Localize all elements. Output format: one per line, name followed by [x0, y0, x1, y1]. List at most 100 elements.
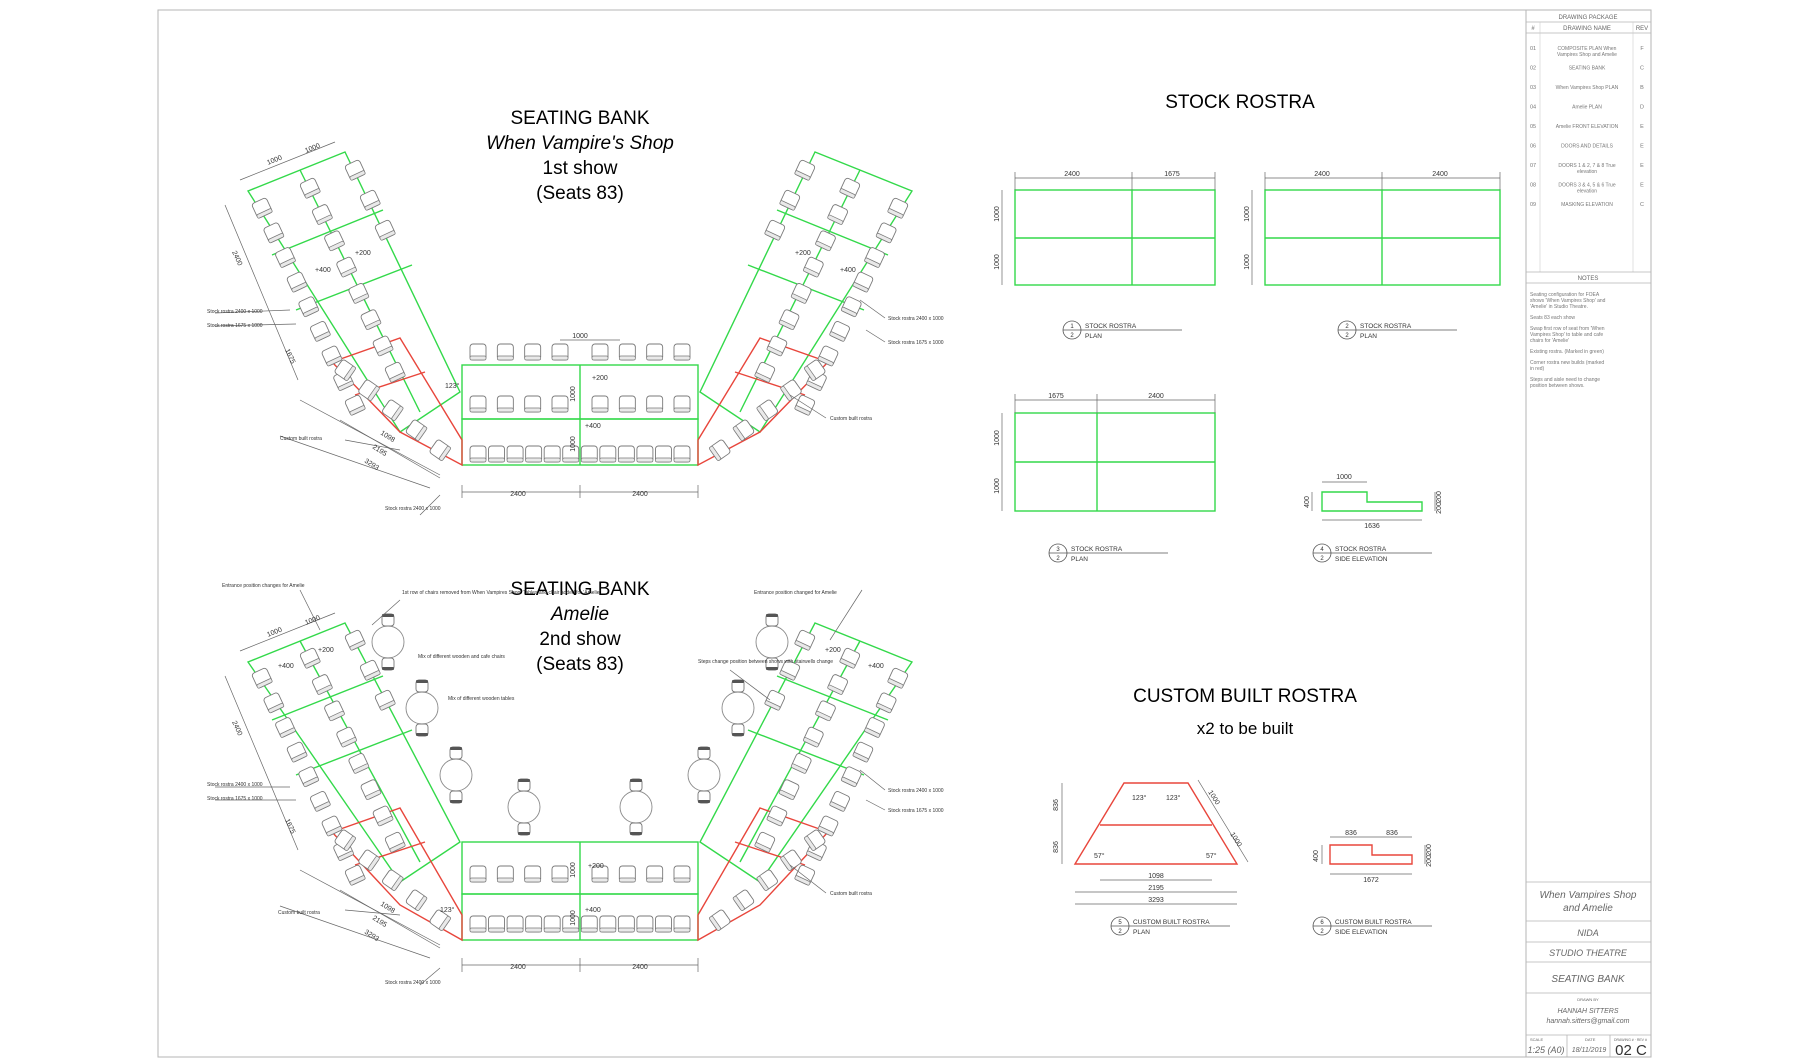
drawing-no: 08: [1530, 183, 1536, 189]
chair-icon: [580, 915, 598, 933]
drawing-rev: E: [1640, 124, 1644, 130]
svg-text:+400: +400: [278, 663, 294, 670]
date-label: DATE: [1585, 1037, 1596, 1042]
chair-icon: [828, 790, 851, 813]
drawing-rev: F: [1640, 46, 1644, 52]
chair-icon: [852, 270, 875, 293]
detail-tag-sheet: 2: [1056, 556, 1060, 562]
detail-tag-num: 5: [1118, 920, 1122, 926]
bank1-show-name: When Vampire's Shop: [486, 133, 674, 154]
chair-icon: [617, 915, 635, 933]
svg-text:2400: 2400: [230, 720, 243, 737]
project-line2: and Amelie: [1563, 903, 1613, 914]
chair-icon: [673, 865, 691, 883]
chair-icon: [636, 445, 654, 463]
drawing-name: Amelie PLAN: [1572, 105, 1602, 111]
svg-text:1098: 1098: [1148, 873, 1164, 880]
chair-icon: [840, 765, 863, 788]
chair-icon: [826, 203, 849, 226]
chair-icon: [793, 628, 817, 652]
svg-text:1000: 1000: [570, 436, 577, 452]
svg-text:2400: 2400: [1148, 393, 1164, 400]
svg-text:1000: 1000: [1228, 831, 1242, 848]
chair-icon: [373, 218, 397, 242]
svg-text:3293: 3293: [1148, 897, 1164, 904]
chair-icon: [646, 343, 664, 361]
svg-text:+400: +400: [585, 907, 601, 914]
svg-text:1000: 1000: [1206, 789, 1220, 806]
drawn-by-label: DRAWN BY: [1577, 997, 1599, 1002]
detail-tag-name: STOCK ROSTRA: [1360, 323, 1412, 330]
drawing-title: SEATING BANK: [1551, 974, 1625, 985]
chair-icon: [802, 725, 825, 748]
svg-text:3293: 3293: [363, 929, 380, 943]
svg-text:+400: +400: [315, 267, 331, 274]
chair-icon: [732, 418, 756, 442]
svg-text:200: 200: [1426, 844, 1433, 856]
bank2-show-name: Amelie: [550, 604, 609, 625]
svg-text:+200: +200: [588, 863, 604, 870]
svg-text:+200: +200: [318, 647, 334, 654]
chair-icon: [335, 725, 358, 748]
col-rev: REV: [1636, 26, 1648, 32]
svg-text:Stock rostra 1675 x 1000: Stock rostra 1675 x 1000: [888, 340, 944, 346]
chair-icon: [343, 158, 367, 182]
seating-bank-first: SEATING BANK When Vampire's Shop 1st sho…: [207, 108, 944, 516]
svg-text:3293: 3293: [363, 458, 380, 472]
detail-tag-view: PLAN: [1133, 929, 1150, 936]
chair-icon: [311, 673, 334, 696]
svg-text:Custom built rostra: Custom built rostra: [280, 436, 322, 442]
svg-text:Stock rostra 1675 x 1000: Stock rostra 1675 x 1000: [207, 323, 263, 329]
svg-text:Custom built rostra: Custom built rostra: [278, 910, 320, 916]
svg-text:1675: 1675: [1048, 393, 1064, 400]
svg-text:57°: 57°: [1094, 852, 1105, 860]
drawing-rev: E: [1640, 163, 1644, 169]
bank2-callouts: Entrance position changes for Amelie 1st…: [207, 583, 944, 986]
note-item: Existing rostra. (Marked in green): [1530, 349, 1604, 355]
cafe-table-icon: [721, 679, 755, 737]
chair-icon: [599, 445, 617, 463]
drawing-no-label: DRAWING # · REV #: [1614, 1038, 1647, 1042]
bank1-callouts: Stock rostra 2400 x 1000 Stock rostra 16…: [207, 309, 944, 512]
detail-tag-sheet: 2: [1118, 929, 1122, 935]
cafe-table-icon: [619, 778, 653, 836]
svg-text:2400: 2400: [230, 250, 243, 267]
note-item: Seats 83 each show: [1530, 315, 1575, 321]
bank2-dimensions: [215, 589, 886, 986]
chair-icon: [262, 221, 285, 244]
cafe-table-icon: [405, 679, 439, 737]
svg-text:+400: +400: [840, 267, 856, 274]
bank2-show-no: 2nd show: [539, 629, 621, 650]
chair-icon: [524, 343, 542, 361]
svg-text:1000: 1000: [994, 430, 1001, 446]
chair-icon: [551, 395, 569, 413]
custom-rostra-elevation: [1329, 844, 1413, 865]
chair-icon: [802, 255, 825, 278]
chair-icon: [309, 790, 332, 813]
drawing-no: 06: [1530, 144, 1536, 150]
detail-tag-sheet: 2: [1345, 333, 1349, 339]
svg-text:836: 836: [1345, 830, 1357, 837]
svg-text:400: 400: [1313, 850, 1320, 862]
drawing-rev: B: [1640, 85, 1644, 91]
drawing-no: 03: [1530, 85, 1536, 91]
detail-tag-name: STOCK ROSTRA: [1335, 546, 1387, 553]
svg-text:+200: +200: [592, 375, 608, 382]
col-drawing-name: DRAWING NAME: [1563, 26, 1611, 32]
chair-icon: [793, 158, 817, 182]
chair-icon: [875, 221, 898, 244]
chair-icon: [636, 915, 654, 933]
drawing-rev: E: [1640, 183, 1644, 189]
detail-tag-name: CUSTOM BUILT ROSTRA: [1133, 919, 1210, 926]
svg-text:2400: 2400: [632, 964, 648, 971]
cafe-table-icon: [371, 613, 405, 671]
